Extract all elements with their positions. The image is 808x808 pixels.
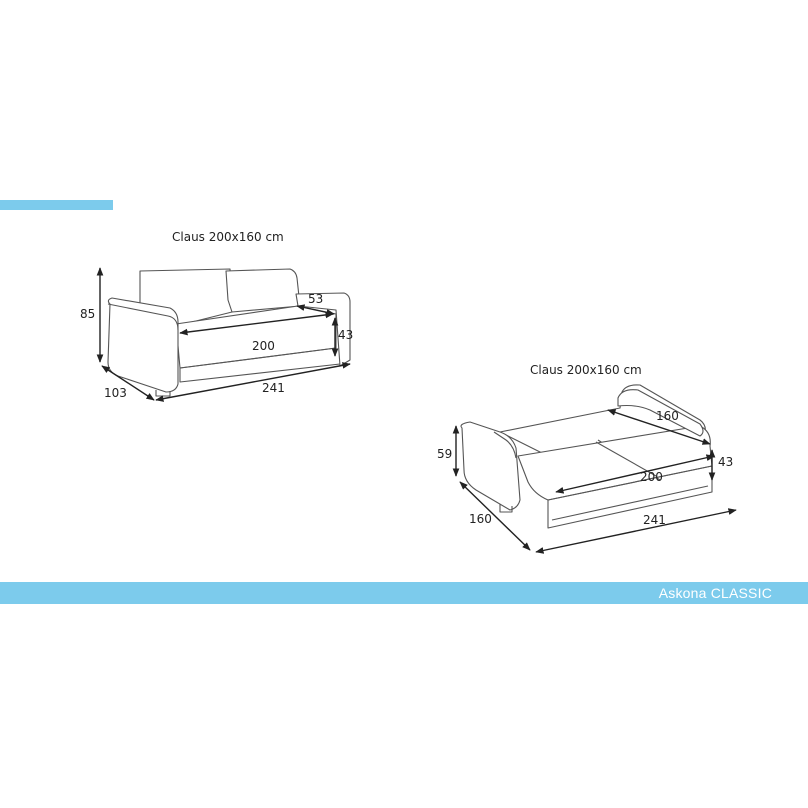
brand-label: Askona CLASSIC [658, 585, 772, 601]
back-cushion-right [225, 268, 301, 313]
dim-open-depth-label: 160 [469, 512, 492, 526]
dim-bed-width-label: 160 [656, 409, 679, 423]
dim-open-height-label: 59 [437, 447, 452, 461]
dim-width-line [155, 362, 351, 402]
dim-seat-length-label: 200 [252, 339, 275, 353]
dim-arm-width-label: 53 [308, 292, 323, 306]
dim-seat-height-label: 43 [338, 328, 353, 342]
sofa-base [179, 363, 341, 383]
dim-bed-width-line [607, 409, 711, 445]
dim-depth-label: 103 [104, 386, 127, 400]
arm-left-inner [107, 303, 179, 331]
dim-open-depth-line [459, 481, 531, 551]
footer-band: Askona CLASSIC [0, 582, 808, 604]
sofa-closed-caption: Claus 200x160 cm [172, 230, 284, 244]
arm-left [107, 297, 179, 393]
sofa-open-drawing: Claus 200x160 cm 59 160 241 200 160 43 [437, 363, 737, 554]
dim-seat-length-line [179, 311, 334, 336]
arm-right [295, 292, 351, 367]
dim-open-width-line [535, 508, 737, 554]
dim-bed-height-label: 43 [718, 455, 733, 469]
sofa-open-caption: Claus 200x160 cm [530, 363, 642, 377]
dim-bed-length-line [555, 454, 715, 494]
dim-open-width-label: 241 [643, 513, 666, 527]
sofa-closed-drawing: Claus 200x160 cm 85 103 241 200 43 53 [80, 230, 353, 402]
top-accent-band [0, 200, 113, 210]
dim-depth-line [101, 365, 155, 401]
bed-arm-left-inner [493, 431, 517, 459]
dim-height-label: 85 [80, 307, 95, 321]
dim-arm-width-line [296, 304, 335, 316]
dim-bed-length-label: 200 [640, 470, 663, 484]
dim-width-label: 241 [262, 381, 285, 395]
